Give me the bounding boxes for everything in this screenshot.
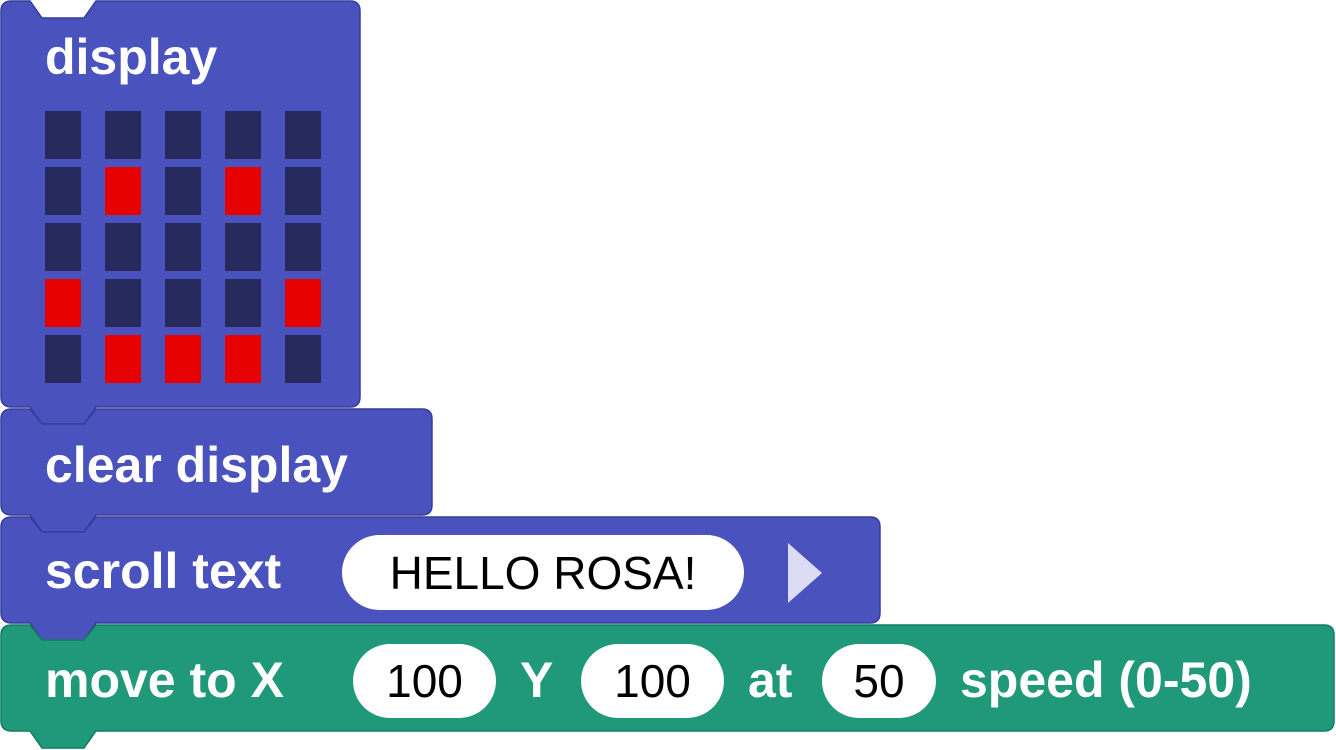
led-cell-r4-c1[interactable] <box>45 279 81 327</box>
speed-range-label: speed (0-50) <box>960 652 1252 708</box>
scroll-text-input[interactable]: HELLO ROSA! <box>342 535 744 610</box>
led-cell-r2-c2[interactable] <box>105 167 141 215</box>
move-to-x-label: move to X <box>45 652 284 708</box>
y-label: Y <box>520 652 554 708</box>
play-triangle-icon[interactable] <box>786 541 824 605</box>
led-cell-r3-c5[interactable] <box>285 223 321 271</box>
led-cell-r1-c5[interactable] <box>285 111 321 159</box>
led-cell-r5-c5[interactable] <box>285 335 321 383</box>
display-block-label: display <box>45 29 218 85</box>
led-cell-r3-c1[interactable] <box>45 223 81 271</box>
led-cell-r1-c4[interactable] <box>225 111 261 159</box>
led-cell-r5-c2[interactable] <box>105 335 141 383</box>
led-cell-r4-c4[interactable] <box>225 279 261 327</box>
led-cell-r4-c5[interactable] <box>285 279 321 327</box>
led-cell-r5-c1[interactable] <box>45 335 81 383</box>
clear-display-block-shape[interactable] <box>0 408 433 533</box>
led-cell-r3-c4[interactable] <box>225 223 261 271</box>
speed-input[interactable]: 50 <box>822 644 936 718</box>
led-cell-r5-c4[interactable] <box>225 335 261 383</box>
led-cell-r4-c2[interactable] <box>105 279 141 327</box>
led-matrix[interactable] <box>45 111 321 383</box>
led-cell-r1-c2[interactable] <box>105 111 141 159</box>
scroll-text-block-label: scroll text <box>45 543 282 599</box>
led-cell-r2-c5[interactable] <box>285 167 321 215</box>
led-cell-r5-c3[interactable] <box>165 335 201 383</box>
led-cell-r2-c4[interactable] <box>225 167 261 215</box>
led-cell-r2-c1[interactable] <box>45 167 81 215</box>
y-coordinate-input[interactable]: 100 <box>581 644 724 718</box>
led-cell-r1-c1[interactable] <box>45 111 81 159</box>
at-label: at <box>748 652 793 708</box>
led-cell-r3-c2[interactable] <box>105 223 141 271</box>
clear-display-block-label: clear display <box>45 437 348 493</box>
led-cell-r2-c3[interactable] <box>165 167 201 215</box>
x-coordinate-input[interactable]: 100 <box>353 644 496 718</box>
led-cell-r4-c3[interactable] <box>165 279 201 327</box>
led-cell-r3-c3[interactable] <box>165 223 201 271</box>
led-cell-r1-c3[interactable] <box>165 111 201 159</box>
